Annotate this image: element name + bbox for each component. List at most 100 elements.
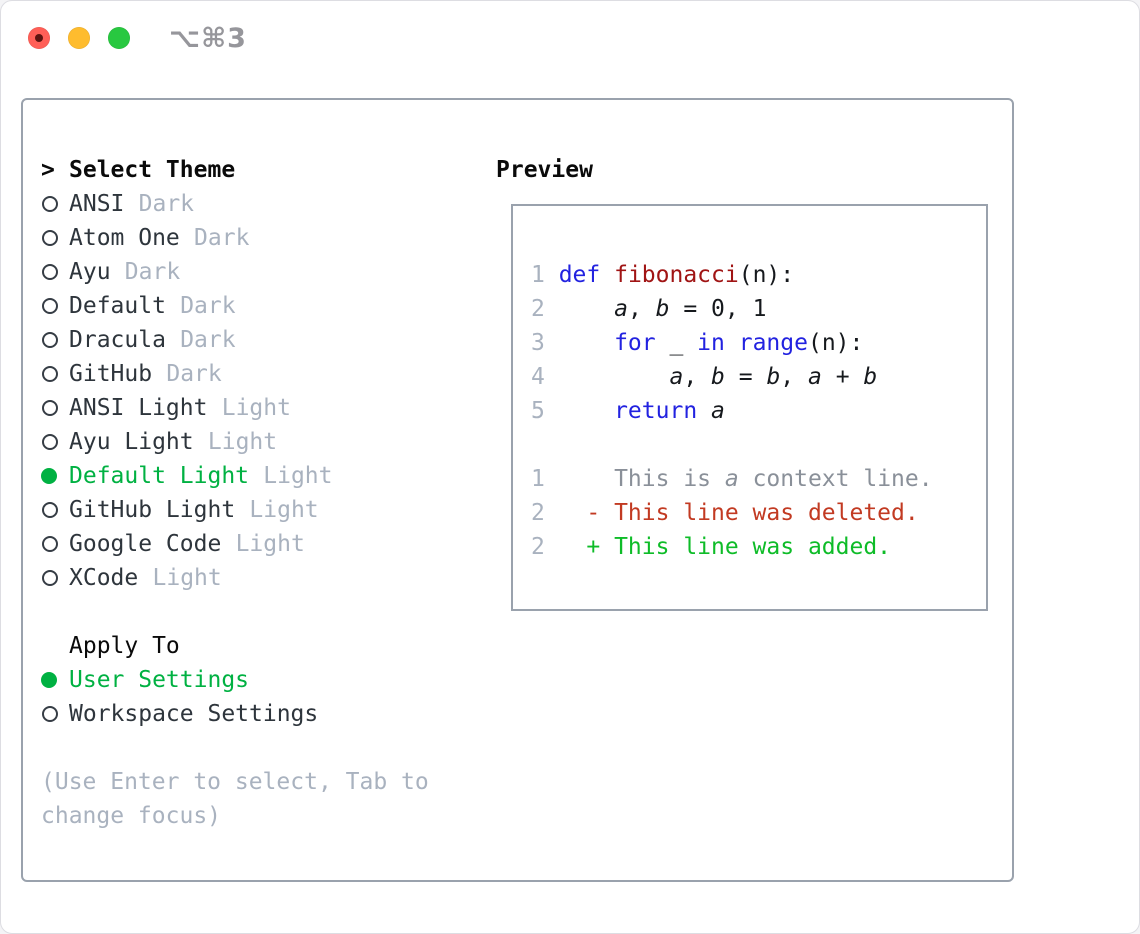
theme-name: Default Light (69, 463, 250, 489)
theme-name: Ayu (69, 259, 111, 285)
preview-title: Preview (496, 157, 593, 183)
theme-variant-tag: Light (221, 395, 291, 421)
radio-icon (41, 570, 69, 586)
theme-variant-tag: Dark (138, 191, 195, 217)
code-token: , (780, 364, 808, 390)
theme-name: Default (69, 293, 166, 319)
theme-option-ayu-light[interactable]: Ayu Light Light (41, 425, 481, 459)
apply-option-workspace-settings[interactable]: Workspace Settings (41, 697, 481, 731)
close-button-icon[interactable] (28, 27, 50, 49)
theme-variant-tag: Light (235, 531, 305, 557)
code-line: 3 for _ in range(n): (531, 326, 986, 360)
code-token: context line. (738, 466, 933, 492)
theme-variant-tag: Light (207, 429, 278, 455)
theme-name: ANSI Light (69, 395, 208, 421)
radio-icon (41, 196, 69, 212)
code-token: return (614, 398, 698, 424)
line-number: 4 (531, 364, 545, 390)
theme-name: Ayu Light (69, 429, 194, 455)
theme-option-ansi-light[interactable]: ANSI Light Light (41, 391, 481, 425)
radio-icon (41, 536, 69, 552)
radio-icon (41, 264, 69, 280)
code-token: b (655, 296, 670, 322)
code-token: in (697, 330, 725, 356)
theme-variant-tag: Dark (194, 225, 250, 251)
code-token: fibonacci (614, 262, 739, 288)
code-token: a (669, 364, 684, 390)
theme-option-atom-one[interactable]: Atom One Dark (41, 221, 481, 255)
radio-icon (41, 230, 69, 246)
code-token: (n): (738, 262, 795, 288)
code-token: def (558, 262, 601, 288)
theme-name: Dracula (69, 327, 166, 353)
section-title: Select Theme (69, 157, 236, 183)
apply-option-label: User Settings (69, 667, 250, 693)
titlebar: ⌥⌘3 (1, 1, 1139, 75)
theme-option-dracula[interactable]: Dracula Dark (41, 323, 481, 357)
theme-option-google-code[interactable]: Google Code Light (41, 527, 481, 561)
radio-icon (41, 332, 69, 348)
theme-option-default-light[interactable]: Default Light Light (41, 459, 481, 493)
theme-name: Atom One (69, 225, 180, 251)
code-token: _ (655, 330, 698, 356)
minimize-button-icon[interactable] (68, 27, 90, 49)
theme-name: Google Code (69, 531, 222, 557)
apply-option-user-settings[interactable]: User Settings (41, 663, 481, 697)
code-token: + (821, 364, 864, 390)
code-token (559, 364, 670, 390)
code-token: + This line was added. (586, 534, 892, 560)
radio-icon (41, 706, 69, 722)
code-token: b (711, 364, 725, 390)
line-number: 5 (531, 398, 545, 424)
theme-variant-tag: Light (152, 565, 222, 591)
code-token: a (711, 398, 725, 424)
code-token (559, 534, 587, 560)
gap (41, 731, 481, 765)
code-line (531, 428, 986, 462)
code-token: = 0, 1 (669, 296, 767, 322)
select-theme-header: >Select Theme (41, 153, 481, 187)
code-line (531, 224, 986, 258)
code-token (600, 262, 614, 288)
code-line: 4 a, b = b, a + b (531, 360, 986, 394)
radio-icon (41, 502, 69, 518)
code-token: a (724, 466, 739, 492)
code-token: = (724, 364, 767, 390)
gap (41, 595, 481, 629)
code-token: - This line was deleted. (586, 500, 919, 526)
theme-option-ansi[interactable]: ANSI Dark (41, 187, 481, 221)
code-token (725, 330, 739, 356)
radio-selected-icon (41, 468, 69, 484)
code-token: a (808, 364, 822, 390)
line-number: 2 (531, 500, 545, 526)
code-line: 1 This is a context line. (531, 462, 986, 496)
section-title: Apply To (69, 633, 180, 659)
apply-option-label: Workspace Settings (69, 701, 319, 727)
theme-variant-tag: Light (249, 497, 319, 523)
apply-to-header: Apply To (41, 629, 481, 663)
line-number: 2 (531, 534, 545, 560)
radio-icon (41, 434, 69, 450)
code-token (697, 398, 711, 424)
theme-variant-tag: Light (263, 463, 333, 489)
code-token (559, 466, 614, 492)
theme-name: GitHub (69, 361, 153, 387)
code-token: b (766, 364, 781, 390)
theme-name: XCode (69, 565, 139, 591)
theme-variant-tag: Dark (180, 327, 236, 353)
theme-option-xcode[interactable]: XCode Light (41, 561, 481, 595)
code-token: range (738, 330, 808, 356)
theme-name: ANSI (69, 191, 125, 217)
window-shortcut-label: ⌥⌘3 (169, 23, 247, 54)
line-number: 3 (531, 330, 545, 356)
zoom-button-icon[interactable] (108, 27, 130, 49)
